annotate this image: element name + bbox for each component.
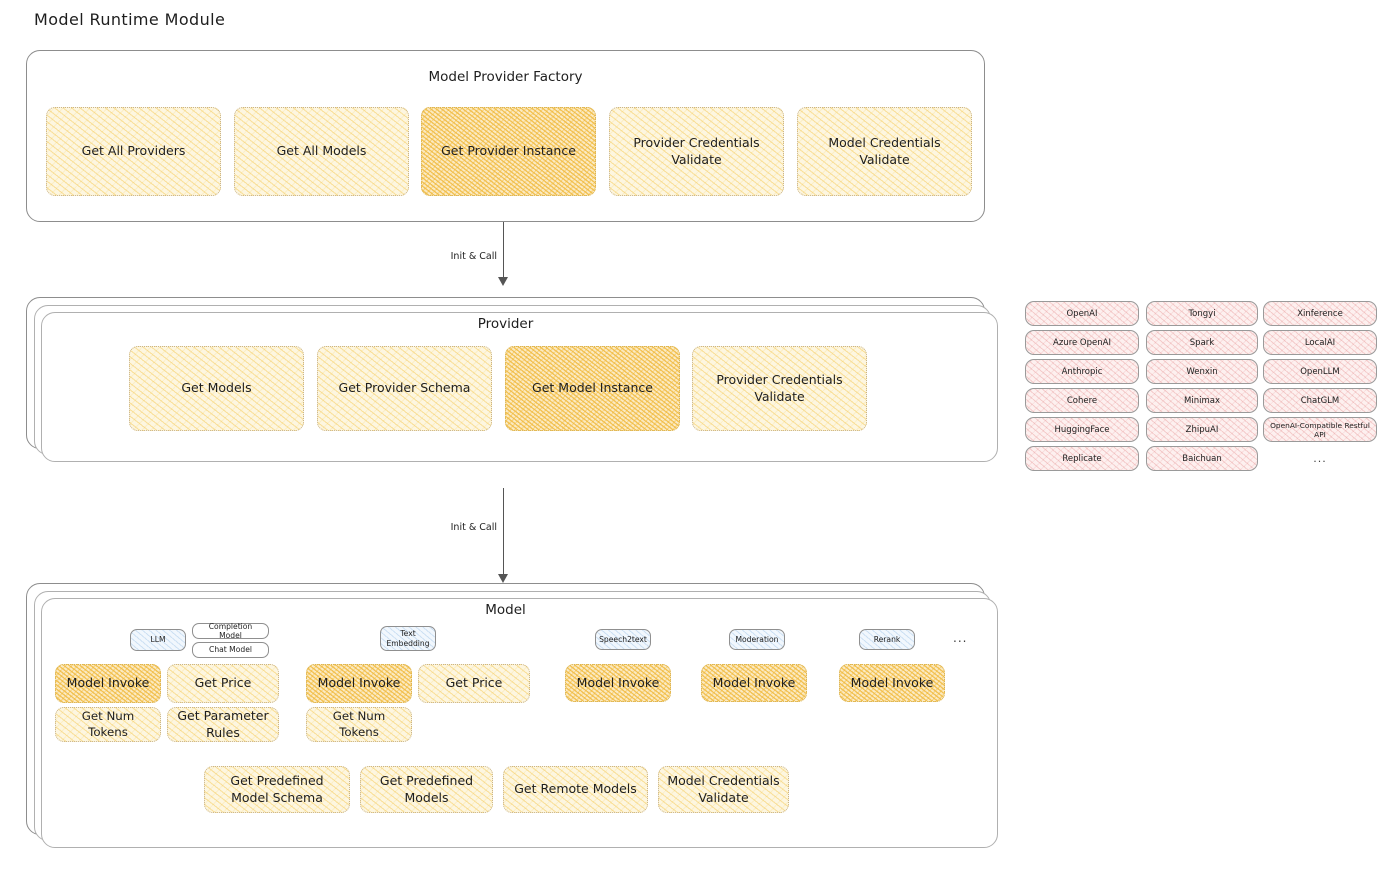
provider-chip-openllm[interactable]: OpenLLM — [1263, 359, 1377, 384]
provider-chip-azure-openai[interactable]: Azure OpenAI — [1025, 330, 1139, 355]
provider-chip-localai[interactable]: LocalAI — [1263, 330, 1377, 355]
provider-chip-chatglm[interactable]: ChatGLM — [1263, 388, 1377, 413]
model-rerank-box-model-invoke[interactable]: Model Invoke — [839, 664, 945, 702]
model-provider-factory-panel: Model Provider Factory Get All Providers… — [26, 50, 985, 222]
model-text-embedding-box-get-num-tokens[interactable]: Get Num Tokens — [306, 707, 412, 742]
model-capabilities-more-indicator: ... — [953, 631, 968, 645]
model-moderation-box-model-invoke[interactable]: Model Invoke — [701, 664, 807, 702]
model-shared-box-get-predefined-model-schema[interactable]: Get Predefined Model Schema — [204, 766, 350, 813]
model-subbadge-chat-model[interactable]: Chat Model — [192, 642, 269, 658]
model-title: Model — [485, 602, 526, 618]
model-text-embedding-box-get-price[interactable]: Get Price — [418, 664, 530, 703]
provider-chip-replicate[interactable]: Replicate — [1025, 446, 1139, 471]
factory-box-get-all-providers[interactable]: Get All Providers — [46, 107, 221, 196]
model-llm-box-get-num-tokens[interactable]: Get Num Tokens — [55, 707, 161, 742]
factory-box-provider-credentials-validate[interactable]: Provider Credentials Validate — [609, 107, 784, 196]
arrow-provider-to-model-line — [503, 488, 505, 576]
arrow-factory-to-provider-label: Init & Call — [450, 251, 497, 262]
model-badge-text-embedding[interactable]: Text Embedding — [380, 626, 436, 651]
model-shared-box-get-remote-models[interactable]: Get Remote Models — [503, 766, 648, 813]
provider-chip-huggingface[interactable]: HuggingFace — [1025, 417, 1139, 442]
model-provider-factory-title: Model Provider Factory — [428, 69, 583, 85]
provider-chip-openai-compatible-restful-api[interactable]: OpenAI-Compatible Restful API — [1263, 417, 1377, 442]
provider-chip-zhipuai[interactable]: ZhipuAI — [1146, 417, 1258, 442]
provider-list-more-indicator: ... — [1313, 452, 1327, 465]
arrow-provider-to-model-head — [498, 574, 508, 583]
provider-chip-spark[interactable]: Spark — [1146, 330, 1258, 355]
arrow-provider-to-model-label: Init & Call — [450, 522, 497, 533]
provider-box-get-model-instance[interactable]: Get Model Instance — [505, 346, 680, 431]
provider-title: Provider — [477, 316, 534, 332]
provider-box-provider-credentials-validate[interactable]: Provider Credentials Validate — [692, 346, 867, 431]
provider-chip-anthropic[interactable]: Anthropic — [1025, 359, 1139, 384]
factory-box-model-credentials-validate[interactable]: Model Credentials Validate — [797, 107, 972, 196]
model-llm-box-get-price[interactable]: Get Price — [167, 664, 279, 703]
provider-chip-minimax[interactable]: Minimax — [1146, 388, 1258, 413]
page-title: Model Runtime Module — [34, 10, 226, 29]
model-badge-moderation[interactable]: Moderation — [729, 629, 785, 650]
provider-panel: Provider Get Models Get Provider Schema … — [26, 297, 998, 462]
provider-chip-wenxin[interactable]: Wenxin — [1146, 359, 1258, 384]
arrow-factory-to-provider-line — [503, 222, 505, 279]
provider-box-get-provider-schema[interactable]: Get Provider Schema — [317, 346, 492, 431]
model-llm-box-get-parameter-rules[interactable]: Get Parameter Rules — [167, 707, 279, 742]
provider-chip-tongyi[interactable]: Tongyi — [1146, 301, 1258, 326]
model-panel: Model LLM Completion Model Chat Model Mo… — [26, 583, 998, 848]
provider-chip-xinference[interactable]: Xinference — [1263, 301, 1377, 326]
provider-box-get-models[interactable]: Get Models — [129, 346, 304, 431]
model-badge-speech2text[interactable]: Speech2text — [595, 629, 651, 650]
model-llm-box-model-invoke[interactable]: Model Invoke — [55, 664, 161, 703]
model-shared-box-model-credentials-validate[interactable]: Model Credentials Validate — [658, 766, 789, 813]
factory-box-get-provider-instance[interactable]: Get Provider Instance — [421, 107, 596, 196]
model-shared-box-get-predefined-models[interactable]: Get Predefined Models — [360, 766, 493, 813]
factory-box-get-all-models[interactable]: Get All Models — [234, 107, 409, 196]
model-speech2text-box-model-invoke[interactable]: Model Invoke — [565, 664, 671, 702]
model-subbadge-completion-model[interactable]: Completion Model — [192, 622, 269, 640]
provider-chip-openai[interactable]: OpenAI — [1025, 301, 1139, 326]
provider-chip-baichuan[interactable]: Baichuan — [1146, 446, 1258, 471]
provider-chip-cohere[interactable]: Cohere — [1025, 388, 1139, 413]
model-text-embedding-box-model-invoke[interactable]: Model Invoke — [306, 664, 412, 703]
arrow-factory-to-provider-head — [498, 277, 508, 286]
model-badge-rerank[interactable]: Rerank — [859, 629, 915, 650]
model-badge-llm[interactable]: LLM — [130, 629, 186, 651]
